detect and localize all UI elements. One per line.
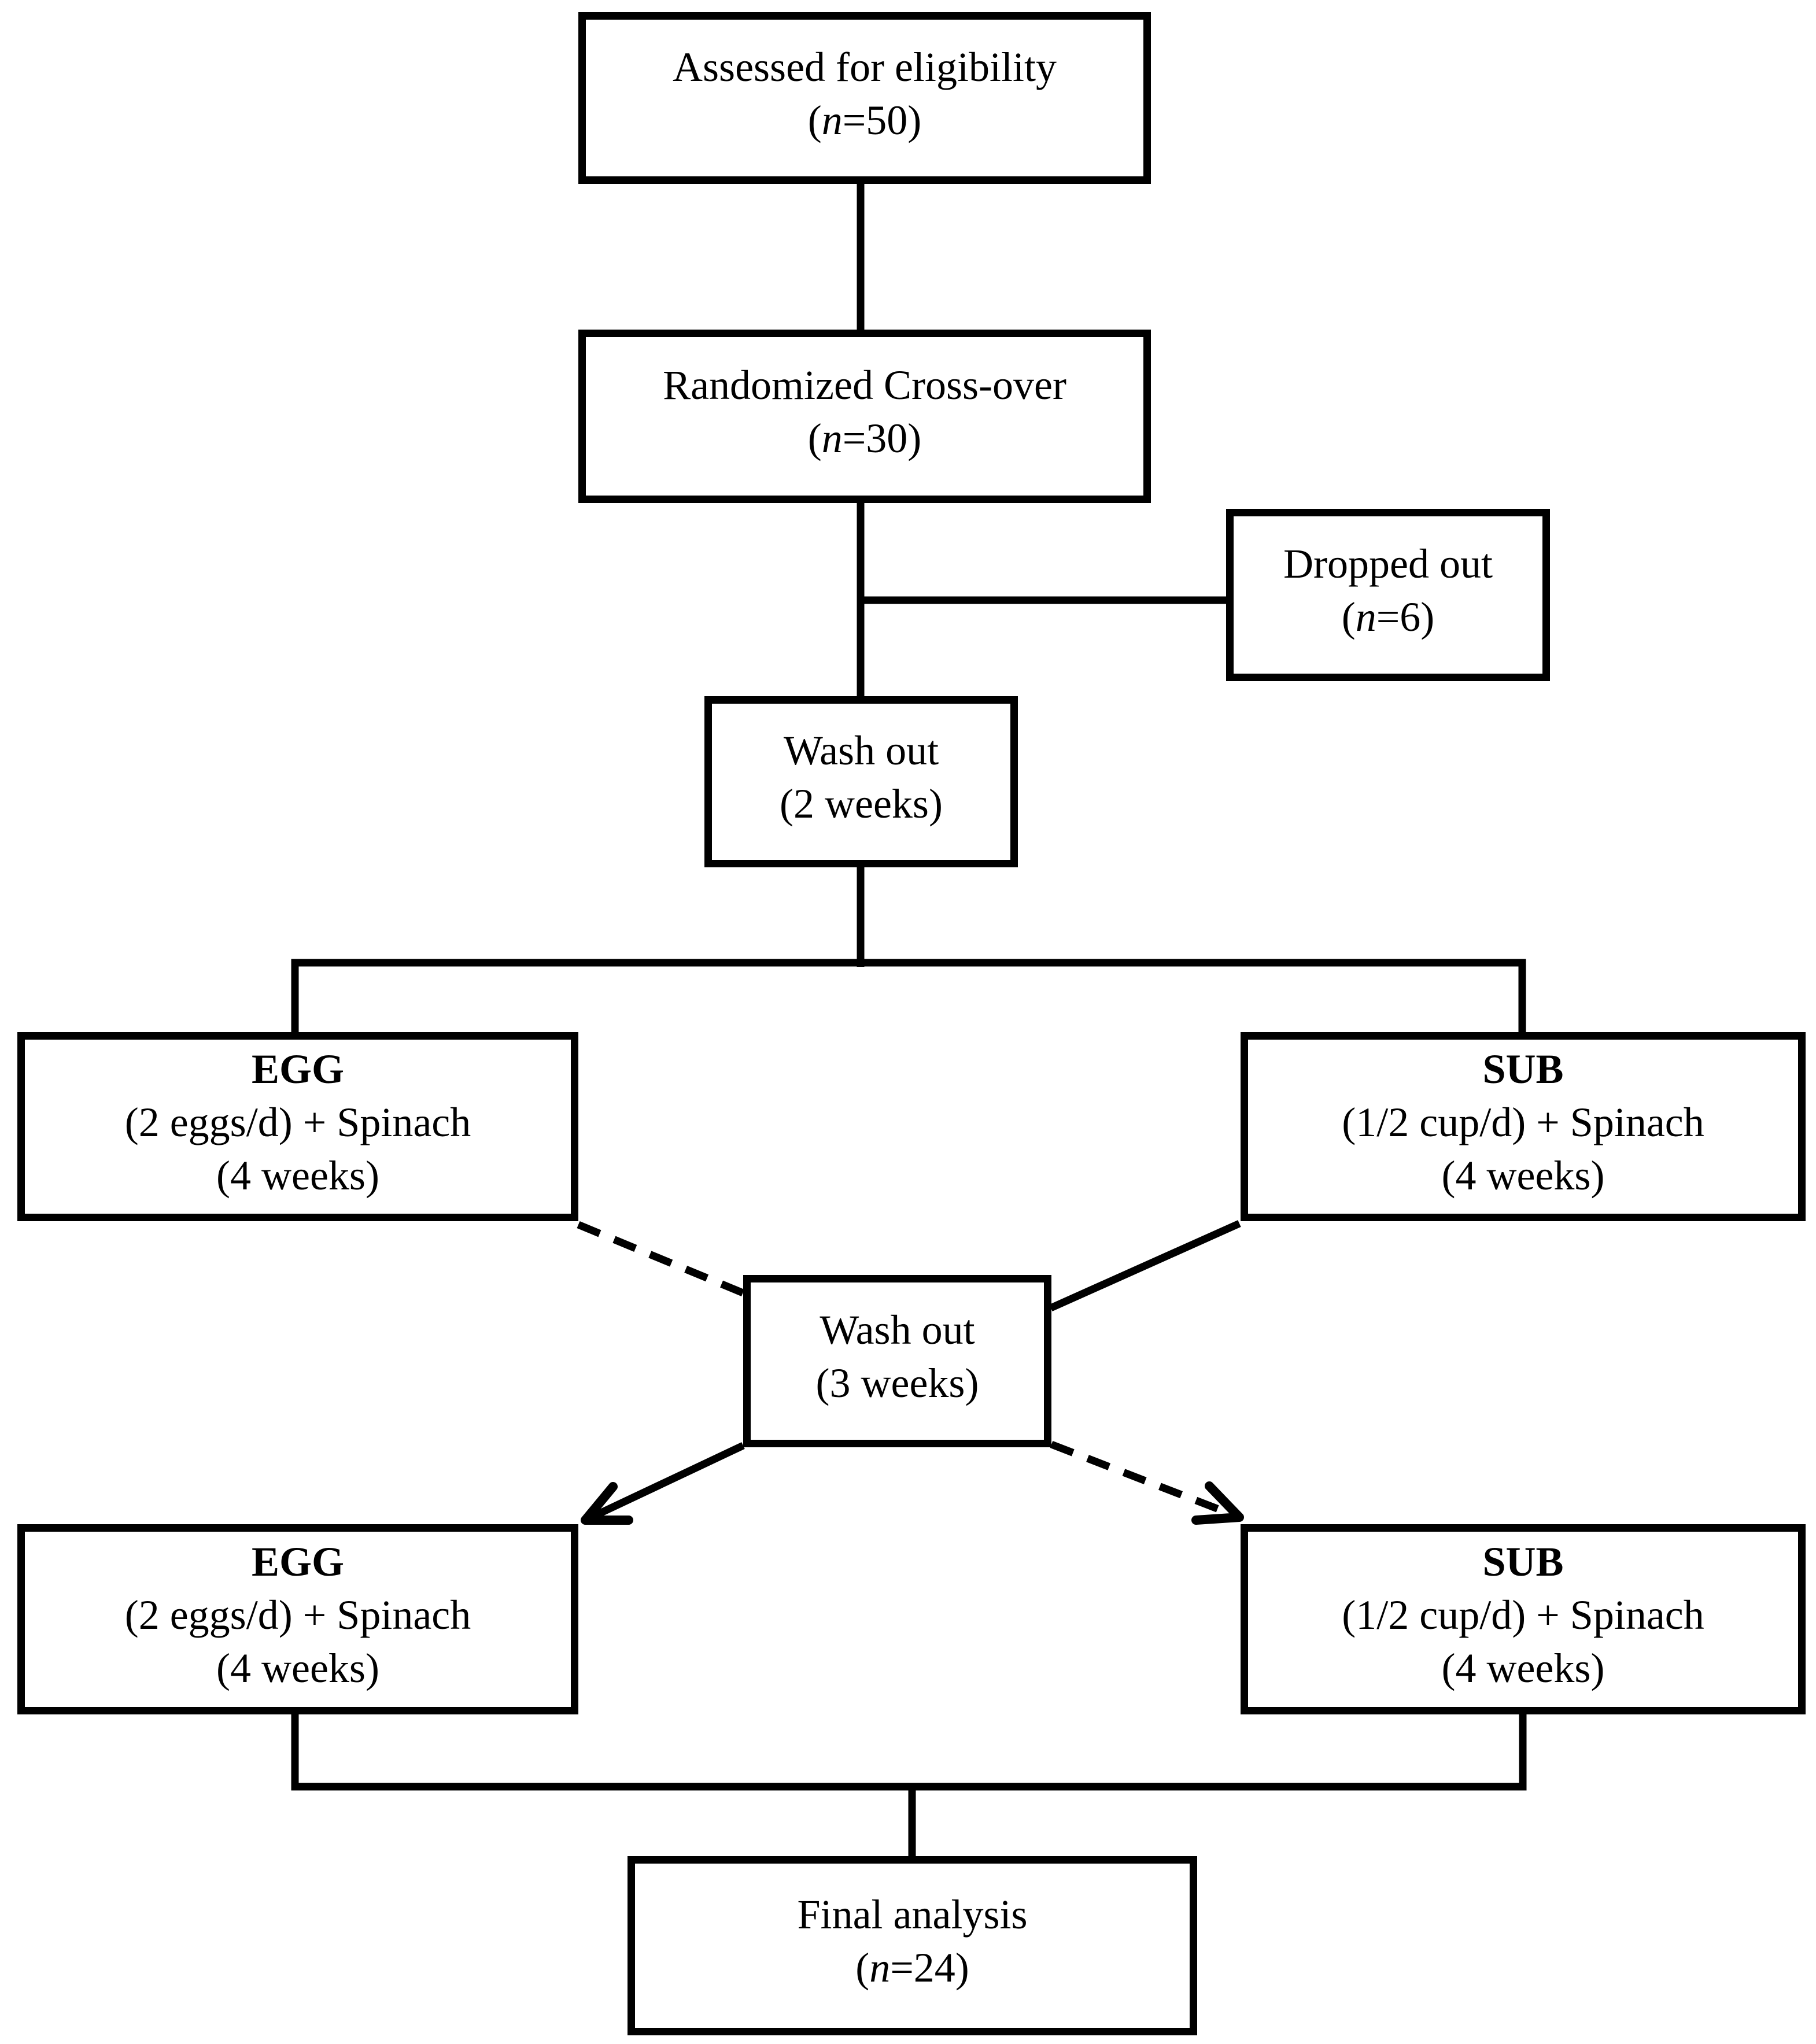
flow-box-egg-period-2: EGG (2 eggs/d) + Spinach (4 weeks) bbox=[17, 1524, 578, 1714]
n-value: =50) bbox=[842, 97, 922, 143]
box-text-line: Dropped out bbox=[1283, 541, 1493, 587]
box-text-line: Final analysis bbox=[797, 1891, 1028, 1938]
box-n-count: (n=50) bbox=[808, 94, 922, 147]
n-value: =6) bbox=[1376, 594, 1435, 640]
box-title: EGG bbox=[251, 1538, 345, 1585]
n-prefix: ( bbox=[1341, 594, 1356, 640]
box-text-line: (3 weeks) bbox=[815, 1360, 979, 1406]
connector-merge-bar bbox=[291, 1714, 1527, 1791]
box-text-line: Wash out bbox=[820, 1307, 975, 1353]
connector-washout2-sub2-dashed-arrow-shaft bbox=[1050, 1440, 1241, 1521]
box-text-line: Wash out bbox=[783, 727, 939, 774]
box-text-line: (4 weeks) bbox=[1441, 1644, 1605, 1691]
n-symbol: n bbox=[821, 415, 843, 461]
n-prefix: ( bbox=[855, 1945, 870, 1991]
box-text-line: (2 eggs/d) + Spinach bbox=[124, 1591, 471, 1638]
connector-sub1-washout2 bbox=[1049, 1220, 1241, 1311]
box-text-line: (4 weeks) bbox=[1441, 1152, 1605, 1199]
flow-box-sub-period-2: SUB (1/2 cup/d) + Spinach (4 weeks) bbox=[1241, 1524, 1806, 1714]
box-title: SUB bbox=[1482, 1538, 1564, 1585]
box-n-count: (n=6) bbox=[1342, 590, 1435, 644]
flow-box-randomized-crossover: Randomized Cross-over (n=30) bbox=[578, 330, 1151, 503]
box-text-line: (1/2 cup/d) + Spinach bbox=[1342, 1099, 1704, 1145]
n-symbol: n bbox=[821, 97, 843, 143]
box-text-line: Randomized Cross-over bbox=[663, 362, 1066, 408]
n-value: =24) bbox=[890, 1945, 969, 1991]
n-value: =30) bbox=[842, 415, 922, 461]
box-text-line: (1/2 cup/d) + Spinach bbox=[1342, 1591, 1704, 1638]
box-n-count: (n=30) bbox=[808, 412, 922, 465]
box-title: SUB bbox=[1482, 1045, 1564, 1092]
flow-box-final-analysis: Final analysis (n=24) bbox=[628, 1856, 1197, 2035]
n-prefix: ( bbox=[807, 97, 822, 143]
flow-box-sub-period-1: SUB (1/2 cup/d) + Spinach (4 weeks) bbox=[1241, 1032, 1806, 1221]
connector-washout2-egg2-arrow-shaft bbox=[584, 1442, 745, 1524]
n-symbol: n bbox=[1355, 594, 1376, 640]
arrowhead-sub2 bbox=[1191, 1481, 1244, 1525]
box-text-line: (2 weeks) bbox=[780, 781, 943, 827]
arrowhead-egg2 bbox=[581, 1482, 633, 1525]
n-symbol: n bbox=[869, 1945, 891, 1991]
box-n-count: (n=24) bbox=[855, 1941, 969, 1994]
box-text-line: Assessed for eligibility bbox=[673, 43, 1057, 90]
flow-box-washout-3-weeks: Wash out (3 weeks) bbox=[743, 1275, 1051, 1447]
box-title: EGG bbox=[251, 1045, 345, 1092]
connector-split-bar bbox=[291, 959, 1526, 1032]
box-text-line: (4 weeks) bbox=[216, 1644, 379, 1691]
flow-box-assessed-eligibility: Assessed for eligibility (n=50) bbox=[578, 12, 1151, 184]
flow-box-dropped-out: Dropped out (n=6) bbox=[1226, 509, 1550, 681]
box-text-line: (2 eggs/d) + Spinach bbox=[124, 1099, 471, 1145]
n-prefix: ( bbox=[807, 415, 822, 461]
box-text-line: (4 weeks) bbox=[216, 1152, 379, 1199]
flow-box-egg-period-1: EGG (2 eggs/d) + Spinach (4 weeks) bbox=[17, 1032, 578, 1221]
flow-box-washout-2-weeks: Wash out (2 weeks) bbox=[704, 696, 1018, 867]
connector-egg1-washout2-dashed bbox=[577, 1221, 746, 1298]
